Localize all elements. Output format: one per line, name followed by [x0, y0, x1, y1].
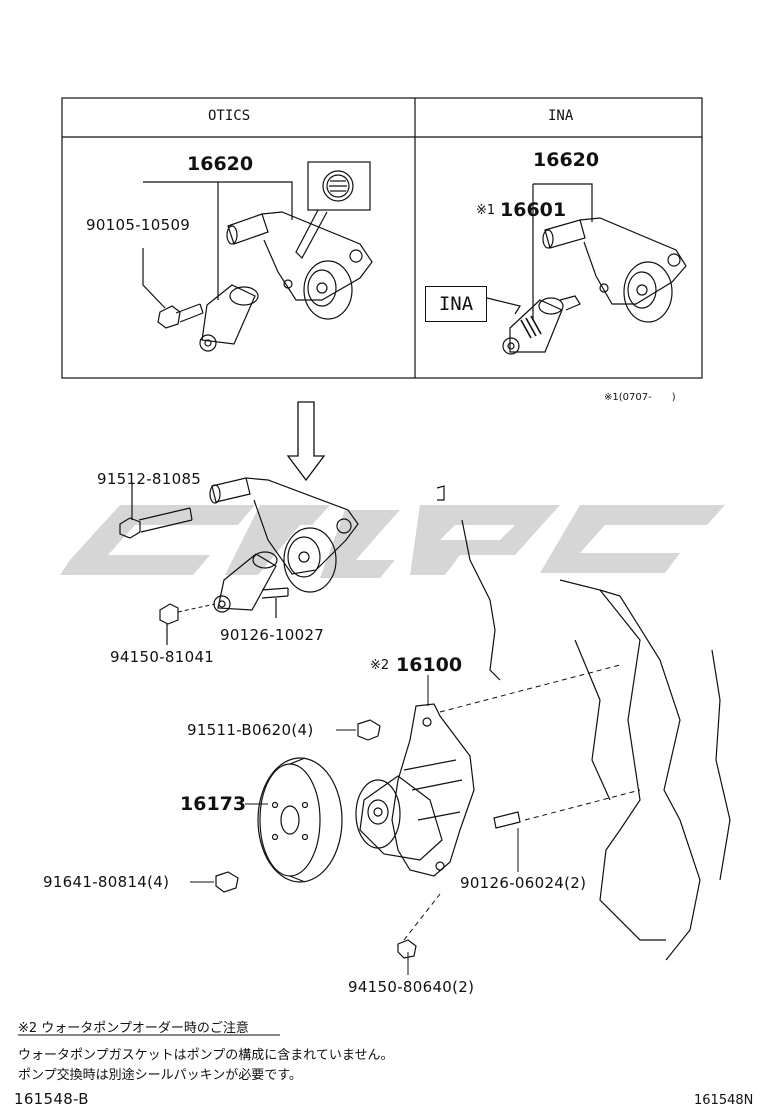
note-line-1: ウォータポンプガスケットはポンプの構成に含まれていません。: [18, 1048, 394, 1063]
ina-assy-part-number: 16620: [533, 149, 600, 171]
ina-badge: INA: [425, 286, 487, 322]
variant-table: [61, 97, 703, 379]
watermark-logo: [60, 505, 725, 578]
pump-stud-part-number: 90126-06024(2): [460, 874, 587, 892]
footer-right-code: 161548N: [694, 1093, 754, 1108]
otics-assy-part-number: 16620: [187, 153, 254, 175]
pump-mark: ※2: [370, 658, 390, 673]
note-heading: ※2 ウォータポンプオーダー時のご注意: [18, 1021, 249, 1036]
header-ina: INA: [548, 108, 574, 124]
ina-badge-label: INA: [438, 293, 474, 315]
otics-bolt-part-number: 90105-10509: [86, 216, 191, 234]
pulley-bolt-part-number: 91641-80814(4): [43, 873, 170, 891]
header-otics: OTICS: [208, 108, 251, 124]
note-line-2: ポンプ交換時は別途シールパッキンが必要です。: [18, 1068, 302, 1083]
ina-tensioner-part-number: 16601: [500, 199, 567, 221]
table-footnote: ※1(0707- ): [604, 392, 676, 403]
nut-left-part-number: 94150-81041: [110, 648, 215, 666]
bolt-top-part-number: 91512-81085: [97, 470, 202, 488]
ina-tensioner-mark: ※1: [476, 203, 496, 218]
stud-mid-part-number: 90126-10027: [220, 626, 325, 644]
footer-left-code: 161548-B: [14, 1090, 89, 1108]
bottom-nut-part-number: 94150-80640(2): [348, 978, 475, 996]
pump-bolt-part-number: 91511-B0620(4): [187, 721, 314, 739]
water-pump-part-number: 16100: [396, 654, 463, 676]
pulley-part-number: 16173: [180, 793, 247, 815]
